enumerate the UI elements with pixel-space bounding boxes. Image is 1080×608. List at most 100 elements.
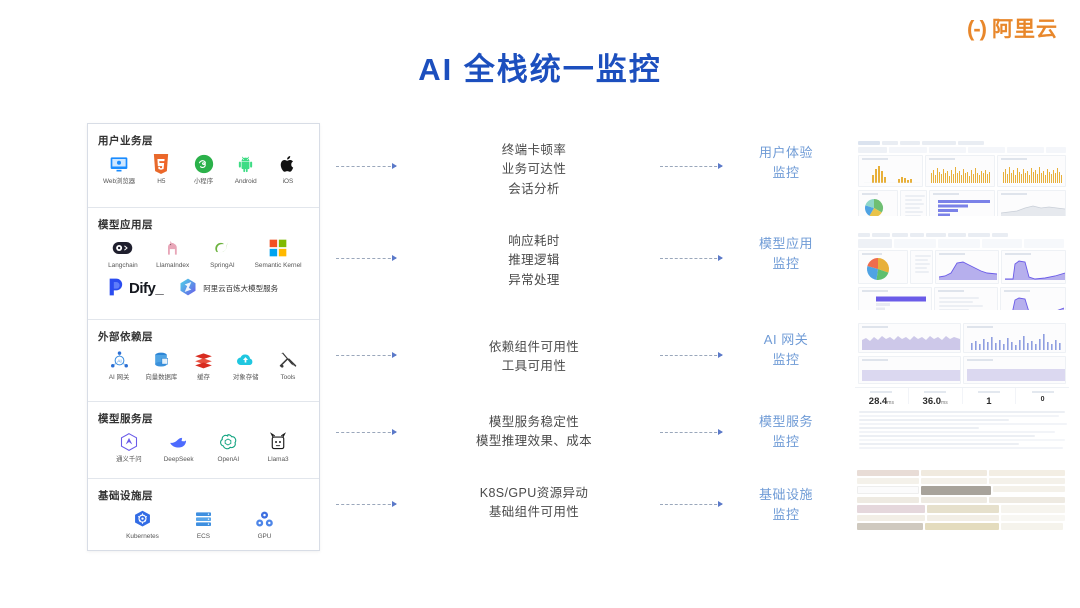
horizontal-bar-card [858, 287, 932, 310]
bar-chart-card [858, 155, 924, 187]
stack-item-llama3[interactable]: Llama3 [256, 431, 300, 464]
server-icon [193, 508, 215, 530]
timeseries-card-1 [925, 155, 995, 187]
stack-item-label: Semantic Kernel [254, 262, 302, 269]
stack-layer-model-application: 模型应用层 Langchain LlamaIndex SpringAI [88, 208, 319, 320]
dashboard-chart-row-2 [855, 287, 1069, 310]
dashboard-toolbar [855, 230, 1069, 239]
stat-unit: ms [941, 400, 948, 404]
stat-value: 36.0 [922, 396, 942, 404]
stat-value: 28.4 [868, 396, 888, 404]
horizontal-bar-card [929, 190, 995, 216]
metric-group-model-application: 响应耗时 推理逻辑 异常处理 [508, 234, 560, 287]
ai-gateway-dashboard[interactable]: 28.4ms 36.0ms 1 0 [855, 320, 1069, 404]
stack-item-ios[interactable]: iOS [267, 153, 309, 186]
table-row [857, 505, 1067, 513]
stack-item-openai[interactable]: OpenAI [206, 431, 250, 464]
stack-item-tongyi[interactable]: 通义千问 [107, 431, 151, 464]
stack-item-h5[interactable]: H5 [140, 153, 182, 186]
infrastructure-dashboard[interactable] [855, 468, 1069, 552]
user-experience-dashboard[interactable] [855, 138, 1069, 216]
stack-item-llamaindex[interactable]: LlamaIndex [151, 237, 195, 270]
stack-item-gpu[interactable]: GPU [243, 508, 287, 541]
wechat-miniprogram-icon [193, 153, 215, 175]
stack-item-dify[interactable]: Dify_ [104, 276, 164, 301]
indigo-noise-chart-2 [967, 332, 1062, 350]
stack-item-vector-db[interactable]: 向量数据库 [140, 349, 182, 382]
stack-layer-external-dependency: 外部依赖层 AI AI 网关 向量数据库 缓存 [88, 320, 319, 402]
stack-item-label: Tools [280, 374, 296, 381]
layer-title: 模型应用层 [98, 219, 153, 231]
stack-item-semantic-kernel[interactable]: Semantic Kernel [250, 237, 306, 270]
arrow-stack-to-metrics-2 [336, 255, 397, 261]
llamaindex-icon [162, 237, 184, 259]
redis-icon [193, 349, 215, 371]
stack-item-label: iOS [282, 178, 294, 185]
stack-item-label: Llama3 [267, 456, 289, 463]
layer-title: 外部依赖层 [98, 331, 153, 343]
stack-item-label: 缓存 [197, 374, 210, 381]
indigo-noise-chart-1 [862, 332, 960, 350]
stack-item-label: LlamaIndex [156, 262, 190, 269]
microsoft-icon [267, 237, 289, 259]
openai-icon [217, 431, 239, 453]
pie-chart [862, 198, 894, 216]
tongyi-qianwen-icon [118, 431, 140, 453]
noise-area-card-2 [963, 323, 1066, 353]
stack-item-kubernetes[interactable]: Kubernetes [121, 508, 165, 541]
stack-item-android[interactable]: Android [225, 153, 267, 186]
timeseries-card-2 [996, 155, 1066, 187]
stack-item-springai[interactable]: SpringAI [200, 237, 244, 270]
stat-cell: 0 [1016, 388, 1069, 404]
stack-item-label: Kubernetes [126, 533, 159, 540]
alibaba-cloud-wordmark: 阿里云 [992, 17, 1058, 41]
monitor-label-model-service: 模型服务 监控 [758, 414, 813, 449]
stack-item-label: OpenAI [217, 456, 240, 463]
arrow-stack-to-metrics-1 [336, 163, 397, 169]
stack-item-langchain[interactable]: Langchain [101, 237, 145, 270]
indigo-flat-chart-2 [967, 365, 1065, 381]
stack-layer-model-service: 模型服务层 通义千问 DeepSeek OpenAI [88, 402, 319, 479]
bailian-icon [177, 276, 199, 298]
table-row [857, 486, 1067, 495]
arrow-metrics-to-monitor-4 [660, 429, 723, 435]
arrow-stack-to-metrics-5 [336, 501, 397, 507]
stat-cell: 36.0ms [909, 388, 963, 404]
stack-item-web-browser[interactable]: Web浏览器 [98, 153, 140, 186]
stack-item-label: ECS [196, 533, 211, 540]
latency-area-card [935, 250, 999, 284]
dashboard-chart-row [855, 155, 1069, 190]
stack-item-label: H5 [157, 178, 166, 185]
pie-chart [862, 257, 904, 281]
stack-item-cache[interactable]: 缓存 [182, 349, 224, 382]
table-row [857, 470, 1067, 476]
model-application-dashboard[interactable] [855, 230, 1069, 310]
monitor-icon [108, 153, 130, 175]
stack-item-object-storage[interactable]: 对象存储 [225, 349, 267, 382]
monitor-label-user-experience: 用户体验 监控 [758, 145, 813, 180]
gold-bar-chart [862, 164, 920, 183]
stack-item-ecs[interactable]: ECS [182, 508, 226, 541]
stack-item-miniprogram[interactable]: 小程序 [182, 153, 224, 186]
stack-item-deepseek[interactable]: DeepSeek [157, 431, 201, 464]
dashboard-chart-row [855, 250, 1069, 287]
stat-value: 0 [1040, 396, 1045, 403]
layer-title: 模型服务层 [98, 413, 153, 425]
legend-list-card [910, 250, 934, 284]
cloud-storage-icon [235, 349, 257, 371]
area-chart-card [996, 190, 1067, 216]
kubernetes-icon [132, 508, 154, 530]
dify-label: Dify_ [129, 279, 164, 297]
flat-area-card-1 [858, 356, 961, 384]
pie-chart-card [858, 250, 909, 284]
model-service-dashboard[interactable] [855, 408, 1069, 466]
html5-icon [150, 153, 172, 175]
gold-timeseries-chart-2 [1001, 164, 1062, 183]
stack-item-ai-gateway[interactable]: AI AI 网关 [98, 349, 140, 382]
grey-area-chart [1000, 199, 1065, 216]
dashboard-chart-row-2 [855, 356, 1069, 387]
monitor-label-infrastructure: 基础设施 监控 [758, 487, 813, 522]
stack-item-tools[interactable]: Tools [267, 349, 309, 382]
arrow-metrics-to-monitor-1 [660, 163, 723, 169]
stack-item-bailian[interactable]: 阿里云百炼大模型服务 [177, 276, 278, 301]
